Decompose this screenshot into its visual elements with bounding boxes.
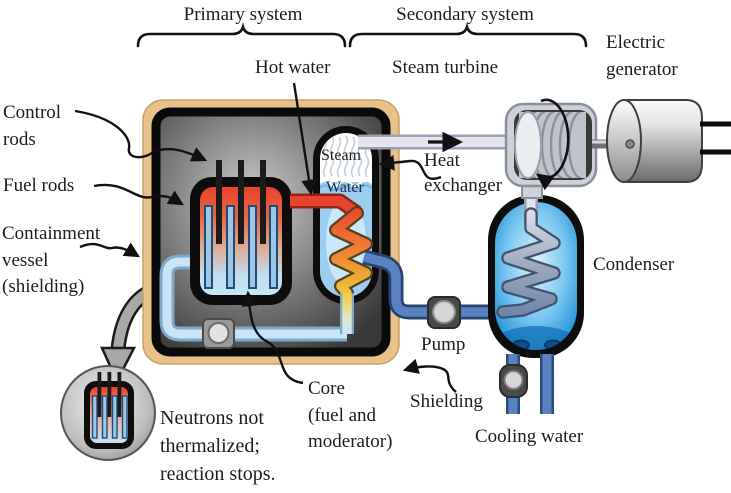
core-label: Core (fuel and moderator): [308, 378, 393, 453]
cooling-water-label: Cooling water: [475, 426, 584, 447]
electric-generator-shape: [606, 99, 731, 183]
shielding-label: Shielding: [410, 391, 483, 412]
inset-control-rods: [97, 372, 122, 417]
pump-label: Pump: [421, 334, 466, 355]
condensate-return-pipe: [362, 249, 506, 320]
inset-fuel-rods: [91, 395, 128, 439]
condenser-label: Condenser: [593, 254, 675, 275]
hot-water-arrow: [292, 82, 317, 196]
annotation-arrows: [74, 82, 457, 393]
condenser-coil: [496, 207, 561, 319]
steam-label: Steam: [321, 147, 361, 164]
core-arrow: [241, 290, 304, 385]
cooling-water-pipes: [499, 354, 554, 414]
fuel-rods-label: Fuel rods: [3, 175, 75, 196]
control-rods-shape: [216, 160, 266, 244]
neutrons-note-label: Neutrons not thermalized; reaction stops…: [160, 407, 276, 485]
heat-exchanger-coil: [329, 206, 373, 334]
control-rods-label: Control rods: [3, 102, 62, 150]
containment-vessel-label: Containment vessel (shielding): [2, 223, 101, 298]
generator-wires: [700, 121, 731, 155]
heat-exchanger-label: Heat exchanger: [424, 150, 503, 196]
fuel-rods-arrow: [93, 183, 185, 206]
system-braces: [136, 22, 588, 48]
hot-water-label: Hot water: [255, 57, 331, 78]
cooling-water-pump: [499, 364, 528, 398]
steam-turbine-label: Steam turbine: [392, 57, 499, 78]
primary-loop-pipe: [159, 254, 347, 342]
primary-pump: [202, 318, 235, 349]
steam-turbine-shape: [504, 102, 598, 199]
heat-exchanger-arrow: [378, 155, 442, 180]
water-label: Water: [326, 179, 364, 196]
control-rods-arrow: [74, 109, 208, 162]
rotation-arrow: [535, 98, 570, 191]
secondary-pump: [427, 296, 461, 329]
primary-system-label: Primary system: [183, 4, 303, 25]
shielding-arrow: [402, 358, 457, 393]
electric-generator-label: Electric generator: [606, 32, 678, 80]
inset-core-circle: [60, 365, 156, 461]
secondary-system-label: Secondary system: [396, 4, 534, 25]
containment-vessel-arrow: [79, 242, 141, 258]
primary-system-brace: [136, 22, 347, 48]
secondary-system-brace: [348, 22, 588, 48]
fuel-rods-shape: [204, 205, 278, 289]
